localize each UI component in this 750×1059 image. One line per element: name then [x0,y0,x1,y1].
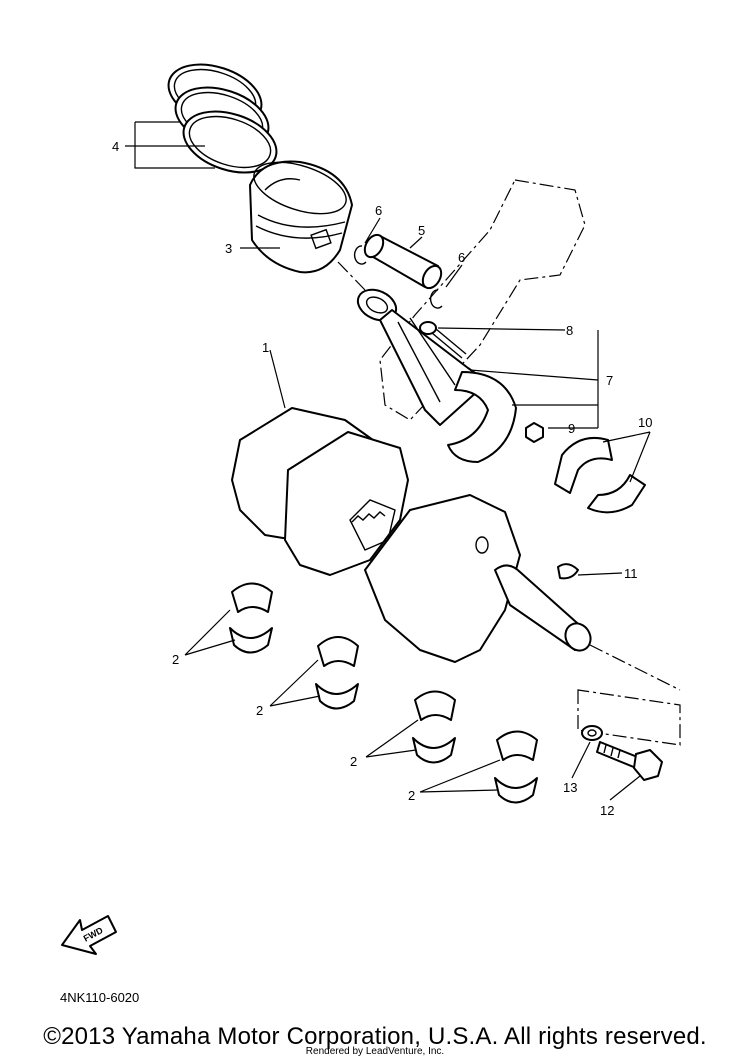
main-bearings [229,582,538,804]
rod-nut [525,422,544,443]
callout-4: 4 [112,139,119,154]
callout-8: 8 [566,323,573,338]
callout-9: 9 [568,421,575,436]
callout-6b: 6 [458,250,465,265]
callout-5: 5 [418,223,425,238]
leader-lines [125,121,651,801]
callout-2d: 2 [408,788,415,803]
callout-6a: 6 [375,203,382,218]
diagram-code: 4NK110-6020 [60,990,140,1005]
piston [249,160,353,274]
piston-rings [167,63,278,174]
callout-2c: 2 [350,754,357,769]
rod-bolt [419,321,467,359]
piston-pin [363,233,443,290]
callout-3: 3 [225,241,232,256]
fwd-arrow-icon: FWD [61,915,117,955]
rendered-by-note: Rendered by LeadVenture, Inc. [305,1046,445,1057]
copyright-notice: ©2013 Yamaha Motor Corporation, U.S.A. A… [43,1023,707,1050]
callout-11: 11 [624,566,638,581]
crankshaft [231,407,681,691]
callout-2b: 2 [256,703,263,718]
woodruff-key [557,563,579,580]
callout-2a: 2 [172,652,179,667]
crank-bolt [596,741,663,781]
dashed-guide-line [337,261,366,291]
callout-7: 7 [606,373,613,388]
callout-10: 10 [638,415,652,430]
connecting-rod [356,288,517,463]
circlip-right [429,289,443,309]
washer [581,725,603,741]
dashed-box [577,689,681,746]
big-end-bearings [554,436,646,514]
callout-13: 13 [563,780,577,795]
callout-12: 12 [600,803,614,818]
callout-1: 1 [262,340,269,355]
circlip-left [353,245,367,265]
